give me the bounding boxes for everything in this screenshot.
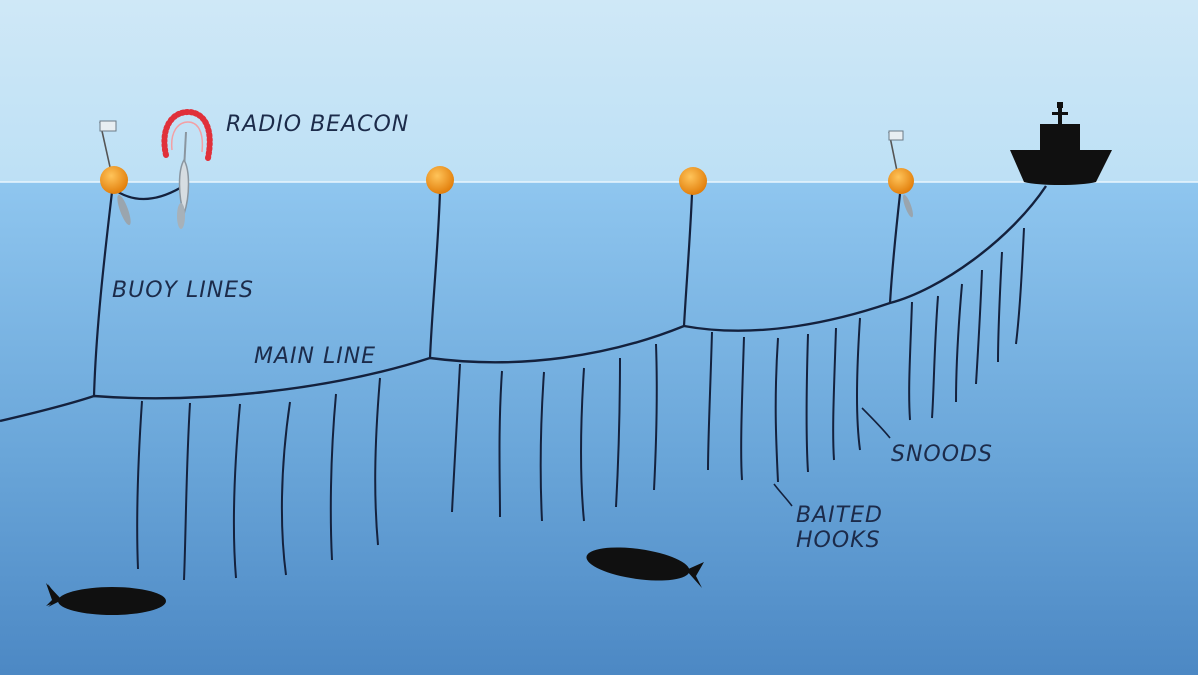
fish-icon <box>586 547 704 588</box>
snood <box>1015 227 1025 345</box>
label-radio-beacon: RADIO BEACON <box>226 112 409 137</box>
label-baited: BAITED <box>796 503 883 528</box>
snood <box>498 370 503 518</box>
snoods-pointer <box>861 407 891 439</box>
snood <box>975 269 983 385</box>
snood <box>908 301 913 421</box>
snood <box>136 400 143 570</box>
snood <box>451 363 461 513</box>
flag-icon <box>888 130 904 177</box>
buoy-lines <box>92 187 902 397</box>
label-main-line: MAIN LINE <box>254 344 376 369</box>
boat-icon <box>1010 102 1112 185</box>
buoy-line <box>682 193 694 327</box>
buoy-icon <box>426 166 454 194</box>
buoy-weight-icon <box>903 194 913 218</box>
snood <box>774 337 779 483</box>
beacon-signal-inner <box>170 121 204 153</box>
snood <box>805 333 809 473</box>
snood <box>740 336 745 481</box>
snood <box>707 331 713 471</box>
baited-hooks-pointer <box>773 483 793 507</box>
buoy-weight-icon <box>117 194 131 226</box>
snood <box>653 343 658 491</box>
fish-icon <box>46 583 166 615</box>
buoy-line <box>428 191 442 359</box>
snood <box>280 401 291 576</box>
snood <box>539 371 545 522</box>
snood <box>997 251 1003 363</box>
snood <box>931 295 939 419</box>
label-snoods: SNOODS <box>891 442 993 467</box>
snood <box>374 377 381 546</box>
snood <box>580 367 585 522</box>
snood <box>856 317 861 451</box>
snood <box>832 327 837 461</box>
snood <box>232 403 241 579</box>
main-line <box>0 185 1047 423</box>
buoys <box>100 166 914 195</box>
snoods <box>136 227 1025 581</box>
beacon-signal-wave <box>161 108 213 161</box>
label-buoy-lines: BUOY LINES <box>112 278 254 303</box>
buoy-line <box>92 191 114 397</box>
snood <box>615 357 621 508</box>
buoy-icon <box>100 166 128 194</box>
sky <box>0 0 1198 182</box>
buoy-line <box>888 193 902 304</box>
snood <box>183 402 191 581</box>
sea <box>0 182 1198 675</box>
snood <box>955 283 963 403</box>
snood <box>329 393 337 561</box>
radio-beacon-icon <box>161 108 213 229</box>
buoy-icon <box>888 168 914 194</box>
label-hooks: HOOKS <box>796 528 881 553</box>
buoy-icon <box>679 167 707 195</box>
